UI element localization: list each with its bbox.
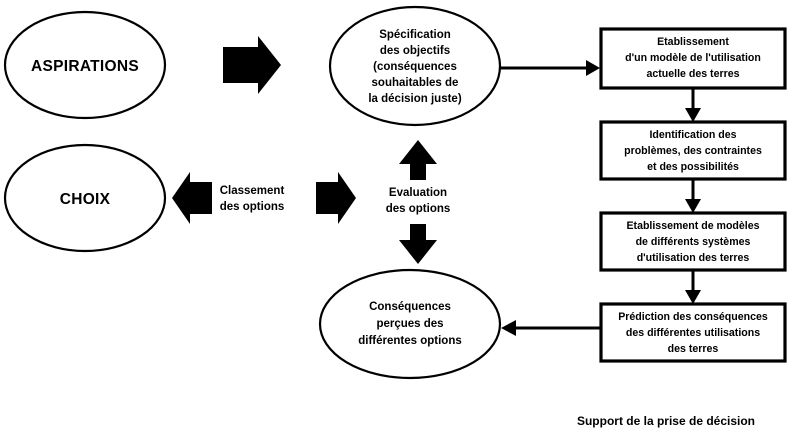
box4-line-2: des différentes utilisations xyxy=(626,327,760,339)
block-arrow-down-evaluation xyxy=(399,224,437,264)
arrowhead-down-icon xyxy=(685,108,701,122)
box2-line-2: problèmes, des contraintes xyxy=(624,145,762,157)
box3-line-3: d'utilisation des terres xyxy=(637,252,750,264)
block-arrow-left-to-choix xyxy=(172,172,212,224)
box2-line-3: et des possibilités xyxy=(647,161,739,173)
right-block-arrow-icon xyxy=(223,36,281,94)
consequences-line-1: Conséquences xyxy=(369,301,451,313)
arrowhead-down-icon xyxy=(685,290,701,304)
classement-line-2: des options xyxy=(220,201,285,213)
arrowhead-right-icon xyxy=(586,60,600,76)
up-block-arrow-icon xyxy=(399,140,437,180)
connector-box1-to-box2 xyxy=(685,88,701,122)
specification-ellipse-shape xyxy=(328,5,502,127)
arrowhead-left-icon xyxy=(501,320,516,336)
consequences-ellipse-shape xyxy=(318,268,502,380)
box4-line-1: Prédiction des conséquences xyxy=(618,311,768,323)
box1-shape xyxy=(599,27,787,90)
box4-line-3: des terres xyxy=(668,343,719,355)
connector-specification-to-box1 xyxy=(500,60,600,76)
node-box2[interactable]: Identification des problèmes, des contra… xyxy=(599,120,787,181)
box3-line-1: Etablissement de modèles xyxy=(626,220,759,232)
box2-shape xyxy=(599,120,787,181)
box1-line-3: actuelle des terres xyxy=(646,68,739,80)
right-block-arrow-icon xyxy=(316,172,356,224)
node-aspirations[interactable]: ASPIRATIONS xyxy=(3,10,167,120)
consequences-line-3: différentes options xyxy=(358,335,462,347)
edge-label-classement: Classement des options xyxy=(220,185,285,213)
box1-line-2: d'un modèle de l'utilisation xyxy=(625,52,761,64)
edge-label-evaluation: Evaluation des options xyxy=(386,187,451,215)
node-specification[interactable]: Spécification des objectifs (conséquence… xyxy=(328,5,502,127)
evaluation-line-2: des options xyxy=(386,203,451,215)
aspirations-ellipse-shape xyxy=(3,10,167,120)
block-arrow-up-evaluation xyxy=(399,140,437,180)
arrowhead-down-icon xyxy=(685,199,701,213)
specification-line-5: la décision juste) xyxy=(368,93,461,105)
node-box1[interactable]: Etablissement d'un modèle de l'utilisati… xyxy=(599,27,787,90)
connector-box2-to-box3 xyxy=(685,179,701,213)
choix-ellipse-shape xyxy=(3,143,167,253)
node-box3[interactable]: Etablissement de modèles de différents s… xyxy=(599,211,787,272)
connector-box4-to-consequences xyxy=(501,320,601,336)
connector-box3-to-box4 xyxy=(685,270,701,304)
specification-line-3: (conséquences xyxy=(373,61,457,73)
diagram-caption: Support de la prise de décision xyxy=(577,414,755,428)
classement-line-1: Classement xyxy=(220,185,285,197)
box2-line-1: Identification des xyxy=(649,129,736,141)
specification-line-4: souhaitables de xyxy=(372,77,459,89)
block-arrow-right-classement xyxy=(316,172,356,224)
node-choix[interactable]: CHOIX xyxy=(3,143,167,253)
choix-label: CHOIX xyxy=(60,191,111,208)
node-consequences[interactable]: Conséquences perçues des différentes opt… xyxy=(318,268,502,380)
box1-line-1: Etablissement xyxy=(657,36,729,48)
specification-line-2: des objectifs xyxy=(380,45,450,57)
evaluation-line-1: Evaluation xyxy=(389,187,447,199)
consequences-line-2: perçues des xyxy=(376,318,443,330)
box4-shape xyxy=(599,302,787,363)
node-box4[interactable]: Prédiction des conséquences des différen… xyxy=(599,302,787,363)
down-block-arrow-icon xyxy=(399,224,437,264)
box3-line-2: de différents systèmes xyxy=(636,236,751,248)
specification-line-1: Spécification xyxy=(379,29,451,41)
left-block-arrow-icon xyxy=(172,172,212,224)
aspirations-label: ASPIRATIONS xyxy=(31,58,139,75)
block-arrow-right-aspirations-to-specification xyxy=(223,36,281,94)
